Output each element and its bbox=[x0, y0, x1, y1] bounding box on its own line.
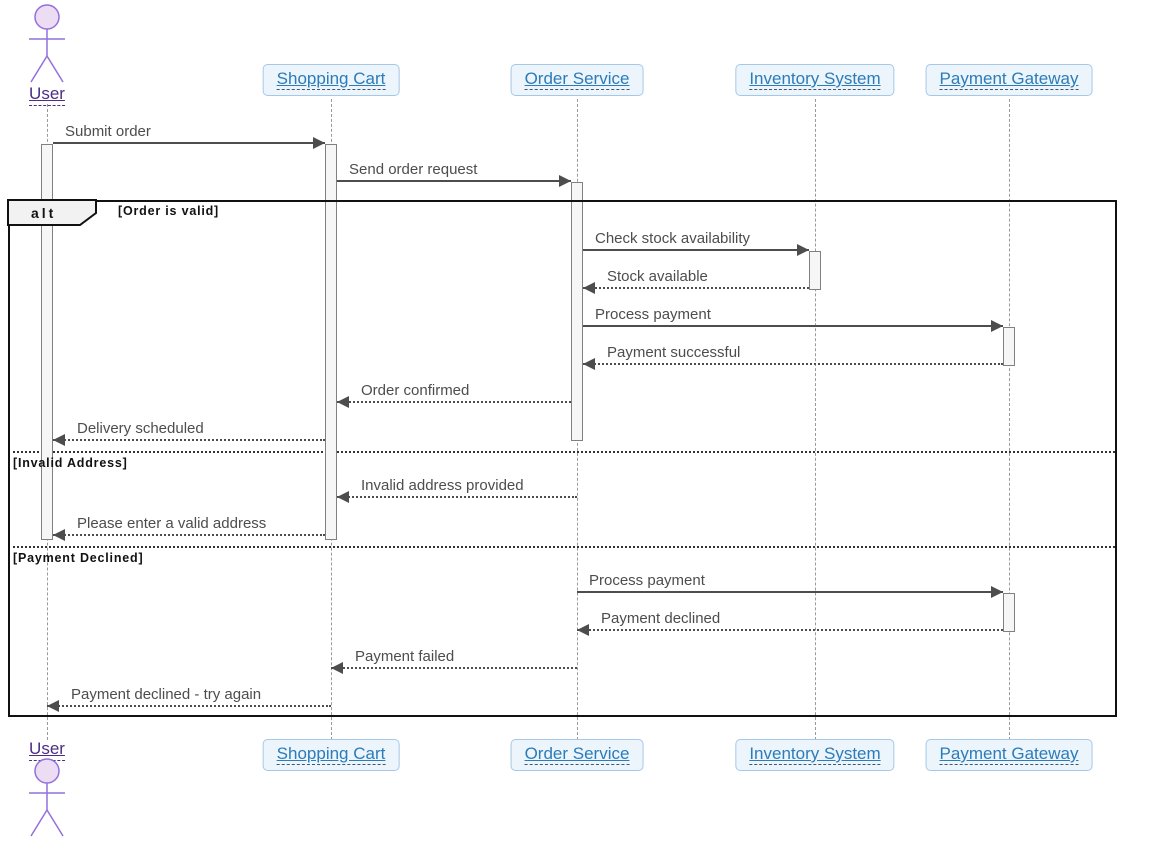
participant-link-inventory-system[interactable]: Inventory System bbox=[749, 69, 881, 90]
activation-inventory-system bbox=[809, 251, 821, 290]
participant-box-inventory-system-top: Inventory System bbox=[735, 64, 895, 96]
message-label: Stock available bbox=[607, 268, 708, 285]
user-actor-icon bbox=[29, 758, 65, 837]
participant-link-order-service[interactable]: Order Service bbox=[524, 744, 630, 765]
message-arrow bbox=[337, 491, 577, 503]
message-payment-declined: Payment declined bbox=[577, 609, 1003, 636]
alt-branch-divider bbox=[8, 451, 1115, 453]
alt-branch-divider bbox=[8, 546, 1115, 548]
alt-operator-pentagon bbox=[7, 199, 97, 226]
alt-condition-order-valid: [Order is valid] bbox=[118, 204, 220, 218]
message-arrow bbox=[47, 700, 331, 712]
activation-payment-gateway-1 bbox=[1003, 327, 1015, 366]
message-check-stock-availability: Check stock availability bbox=[583, 229, 809, 256]
message-label: Invalid address provided bbox=[361, 477, 524, 494]
message-label: Check stock availability bbox=[595, 230, 751, 247]
message-label: Payment failed bbox=[355, 648, 455, 665]
participant-link-payment-gateway[interactable]: Payment Gateway bbox=[939, 744, 1079, 765]
message-arrow bbox=[337, 396, 571, 408]
message-arrow bbox=[577, 586, 1003, 598]
message-send-order-request: Send order request bbox=[337, 160, 571, 187]
message-arrow bbox=[583, 358, 1003, 370]
participant-link-payment-gateway[interactable]: Payment Gateway bbox=[939, 69, 1079, 90]
message-label: Process payment bbox=[589, 572, 705, 589]
alt-condition-invalid-address: [Invalid Address] bbox=[13, 456, 128, 470]
alt-frame bbox=[8, 200, 1117, 717]
message-arrow bbox=[337, 175, 571, 187]
activation-user bbox=[41, 144, 53, 540]
message-please-enter-valid-address: Please enter a valid address bbox=[53, 514, 325, 541]
actor-link-user-top[interactable]: User bbox=[29, 84, 65, 106]
participant-link-inventory-system[interactable]: Inventory System bbox=[749, 744, 881, 765]
message-delivery-scheduled: Delivery scheduled bbox=[53, 419, 325, 446]
message-payment-failed: Payment failed bbox=[331, 647, 577, 674]
message-arrow bbox=[53, 434, 325, 446]
message-arrow bbox=[53, 529, 325, 541]
message-label: Payment declined - try again bbox=[71, 686, 262, 703]
participant-box-shopping-cart-top: Shopping Cart bbox=[262, 64, 400, 96]
message-label: Payment successful bbox=[607, 344, 741, 361]
participant-box-shopping-cart-bottom: Shopping Cart bbox=[262, 739, 400, 771]
participant-box-order-service-top: Order Service bbox=[510, 64, 644, 96]
alt-operator-label: alt bbox=[7, 199, 97, 226]
message-label: Order confirmed bbox=[361, 382, 470, 399]
participant-box-order-service-bottom: Order Service bbox=[510, 739, 644, 771]
message-arrow bbox=[583, 244, 809, 256]
message-submit-order: Submit order bbox=[53, 122, 325, 149]
alt-condition-payment-declined: [Payment Declined] bbox=[13, 551, 144, 565]
activation-payment-gateway-2 bbox=[1003, 593, 1015, 632]
message-order-confirmed: Order confirmed bbox=[337, 381, 571, 408]
message-arrow bbox=[331, 662, 577, 674]
message-invalid-address-provided: Invalid address provided bbox=[337, 476, 577, 503]
message-stock-available: Stock available bbox=[583, 267, 809, 294]
participant-link-shopping-cart[interactable]: Shopping Cart bbox=[276, 69, 386, 90]
message-arrow bbox=[53, 137, 325, 149]
message-process-payment-1: Process payment bbox=[583, 305, 1003, 332]
message-label: Payment declined bbox=[601, 610, 721, 627]
participant-box-inventory-system-bottom: Inventory System bbox=[735, 739, 895, 771]
message-label: Submit order bbox=[65, 123, 151, 140]
message-process-payment-2: Process payment bbox=[577, 571, 1003, 598]
lifeline-inventory-system bbox=[814, 99, 816, 740]
alt-operator-text: alt bbox=[31, 205, 56, 221]
participant-box-payment-gateway-top: Payment Gateway bbox=[925, 64, 1093, 96]
activation-shopping-cart bbox=[325, 144, 337, 540]
message-arrow bbox=[583, 320, 1003, 332]
participant-link-shopping-cart[interactable]: Shopping Cart bbox=[276, 744, 386, 765]
message-label: Delivery scheduled bbox=[77, 420, 204, 437]
message-arrow bbox=[583, 282, 809, 294]
participant-link-order-service[interactable]: Order Service bbox=[524, 69, 630, 90]
message-label: Please enter a valid address bbox=[77, 515, 267, 532]
message-payment-declined-try-again: Payment declined - try again bbox=[47, 685, 331, 712]
message-label: Process payment bbox=[595, 306, 711, 323]
lifeline-payment-gateway bbox=[1008, 99, 1010, 740]
activation-order-service bbox=[571, 182, 583, 441]
participant-box-payment-gateway-bottom: Payment Gateway bbox=[925, 739, 1093, 771]
user-actor-icon bbox=[29, 4, 65, 83]
message-label: Send order request bbox=[349, 161, 478, 178]
message-arrow bbox=[577, 624, 1003, 636]
message-payment-successful: Payment successful bbox=[583, 343, 1003, 370]
